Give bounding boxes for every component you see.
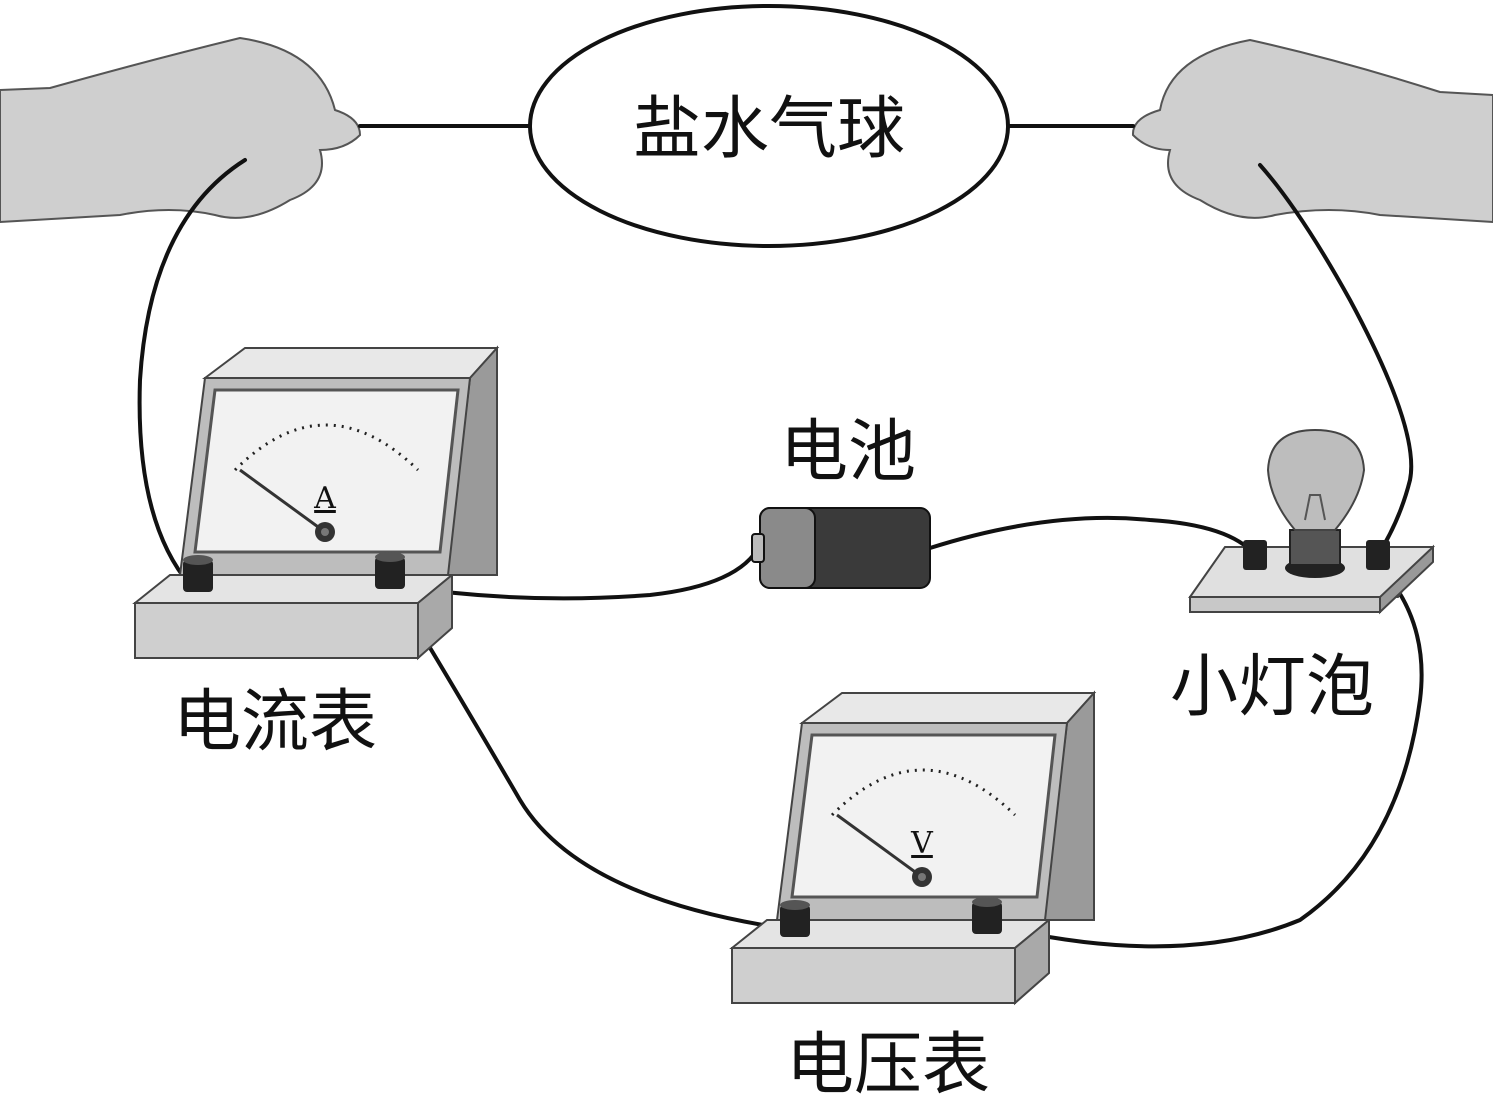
balloon-label: 盐水气球 (633, 90, 905, 169)
wire-ammeter-voltmeter (390, 583, 797, 932)
wire-hand-ammeter (137, 158, 247, 587)
voltmeter-unit: V (910, 826, 934, 861)
left-hand (0, 36, 362, 224)
wire-battery-bulb (928, 515, 1257, 557)
wire-bulb-voltmeter (988, 563, 1424, 949)
bulb-label: 小灯泡 (1170, 648, 1374, 727)
wire-hand-bulb (1258, 163, 1414, 557)
battery-label: 电池 (780, 413, 916, 492)
wire-ammeter-battery (390, 543, 762, 601)
right-hand (1131, 38, 1493, 224)
ammeter-unit: A (313, 481, 336, 516)
salt-water-balloon (528, 4, 1010, 248)
light-bulb (1188, 428, 1435, 615)
voltmeter-label: 电压表 (786, 1026, 990, 1102)
ammeter-label: 电流表 (173, 683, 377, 762)
battery (751, 507, 931, 589)
